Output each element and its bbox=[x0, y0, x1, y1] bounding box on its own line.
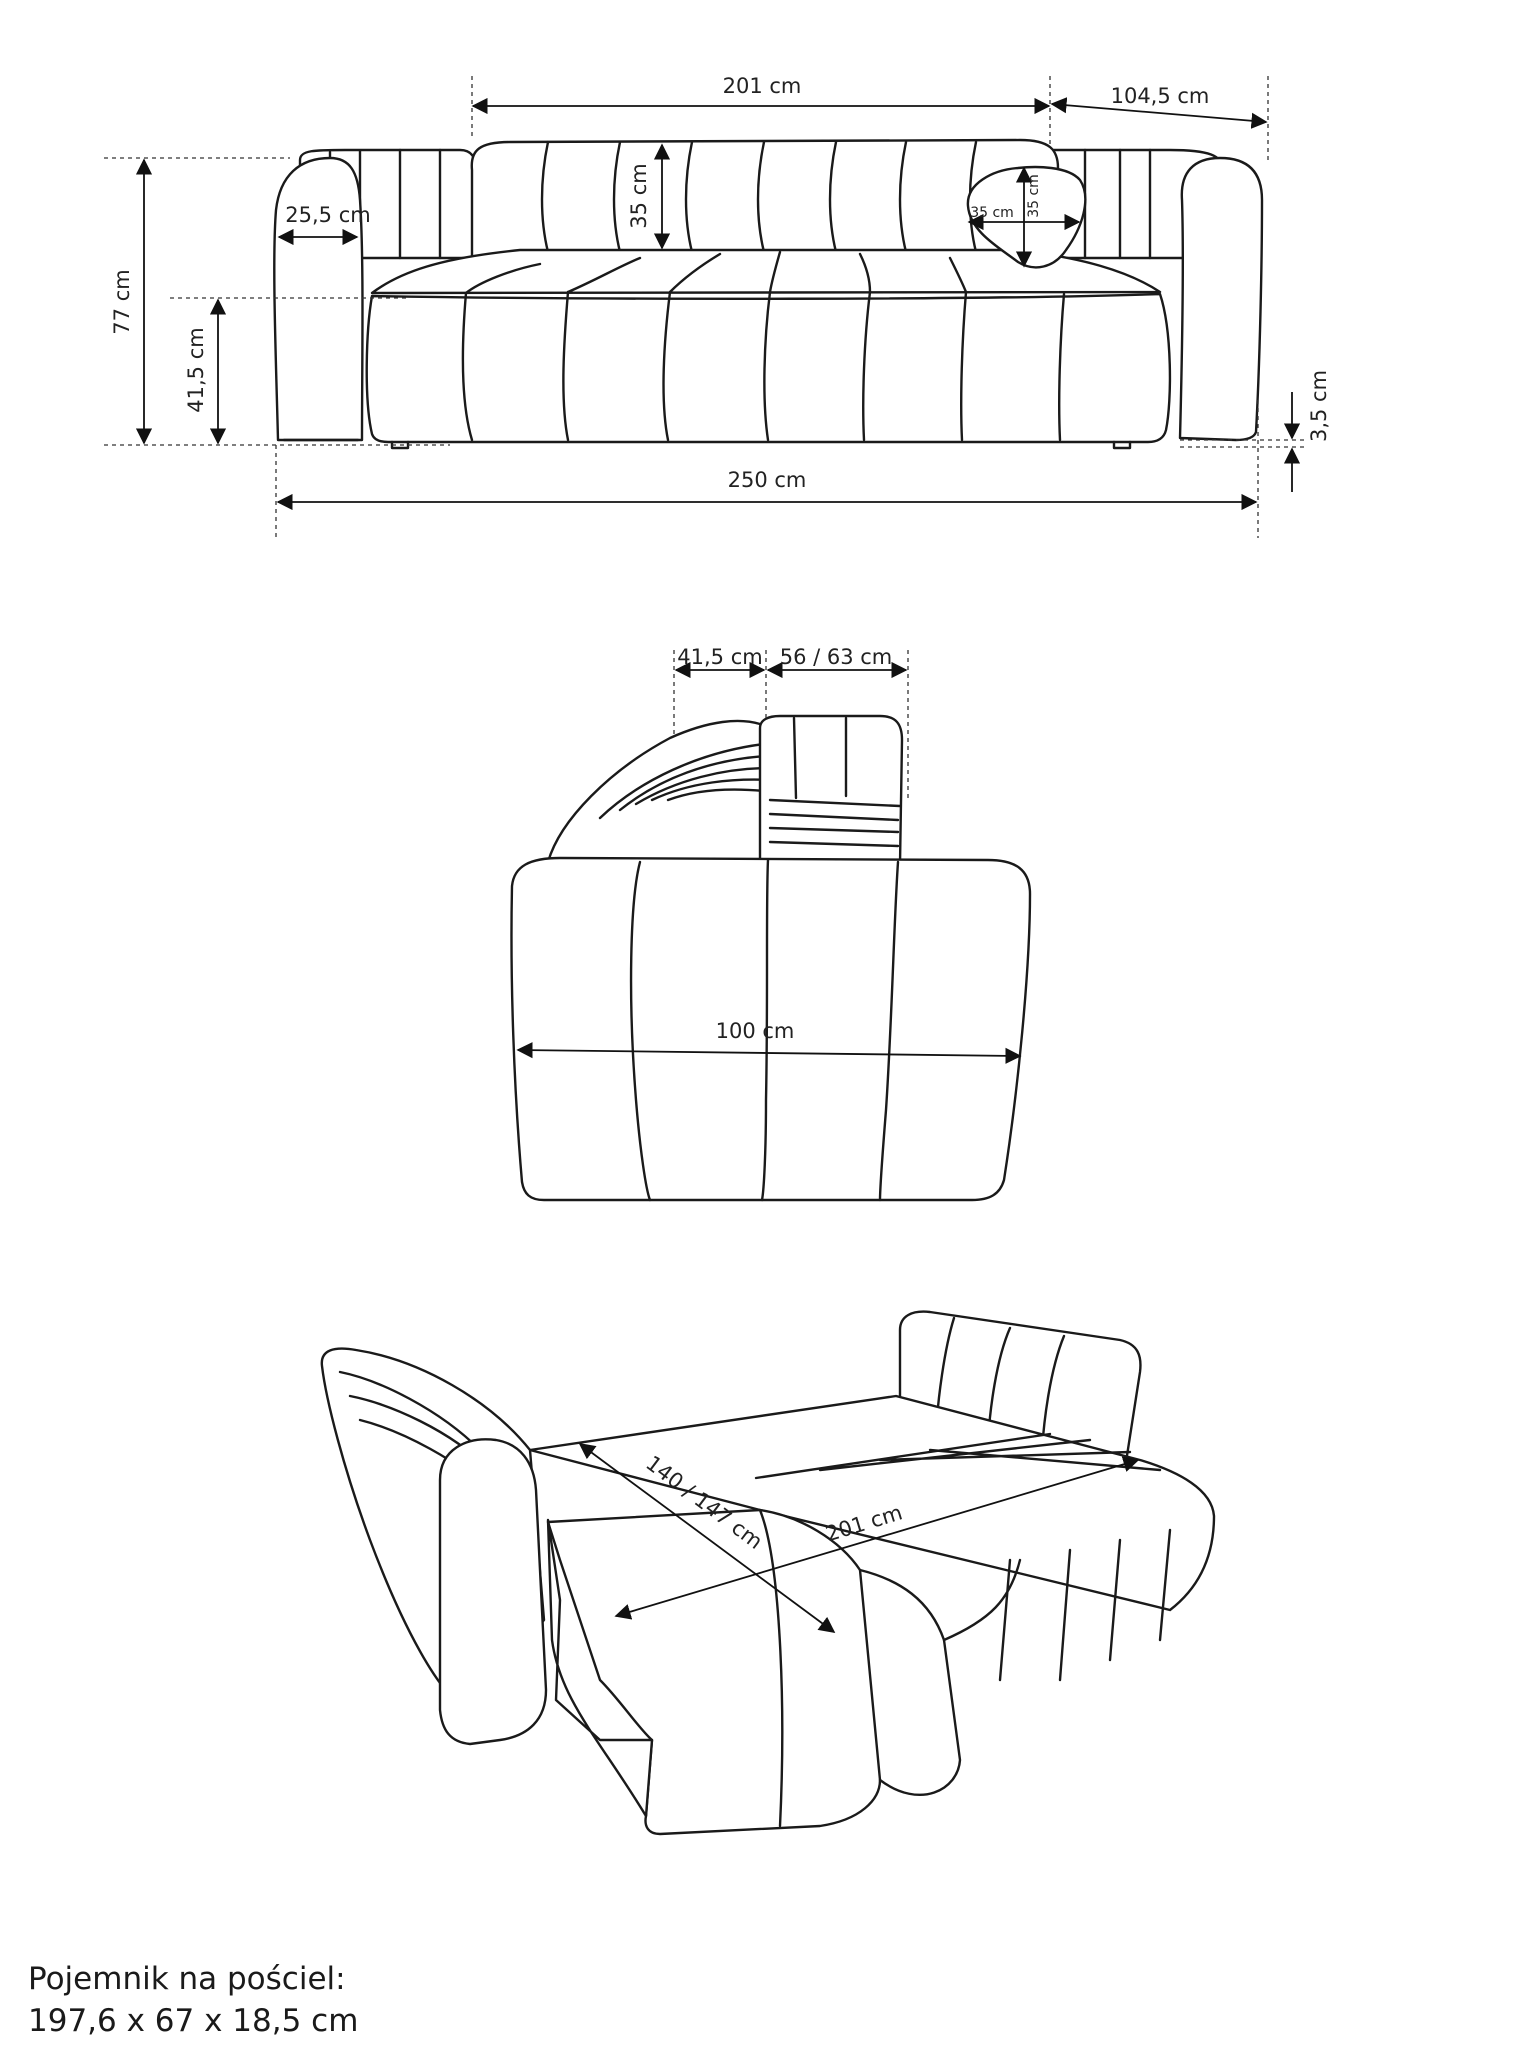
label-total-height: 77 cm bbox=[110, 269, 134, 334]
label-back-cushion-height: 35 cm bbox=[627, 163, 651, 228]
side-dimensions bbox=[516, 650, 1022, 1064]
label-cushion-depth: 104,5 cm bbox=[1111, 84, 1210, 108]
bed-view bbox=[320, 1310, 1216, 1836]
side-back-ridges bbox=[546, 719, 780, 866]
label-seat-width: 201 cm bbox=[723, 74, 802, 98]
label-total-width: 250 cm bbox=[728, 468, 807, 492]
label-pillow-width: 35 cm bbox=[970, 205, 1014, 221]
storage-caption: Pojemnik na pościel: 197,6 x 67 x 18,5 c… bbox=[28, 1958, 358, 2042]
right-arm bbox=[1178, 156, 1264, 442]
label-pillow-height: 35 cm bbox=[1026, 174, 1042, 218]
label-seat-height: 41,5 cm bbox=[184, 327, 208, 412]
storage-caption-line2: 197,6 x 67 x 18,5 cm bbox=[28, 2003, 359, 2039]
label-leg-height: 3,5 cm bbox=[1307, 370, 1331, 442]
side-view bbox=[510, 714, 1032, 1202]
label-seat-depth: 56 / 63 cm bbox=[780, 645, 893, 669]
bed-left-arm-front bbox=[438, 1438, 548, 1746]
left-arm bbox=[273, 156, 364, 442]
bed-front-cushion bbox=[546, 1508, 882, 1836]
seat-cushions bbox=[365, 292, 1172, 444]
label-depth: 100 cm bbox=[716, 1019, 795, 1043]
side-arm-face bbox=[510, 856, 1032, 1202]
front-view bbox=[273, 138, 1264, 450]
bed-frame-side bbox=[546, 1518, 654, 1818]
front-dimensions bbox=[104, 76, 1306, 538]
storage-caption-line1: Pojemnik na pościel: bbox=[28, 1961, 346, 1997]
label-arm-depth: 41,5 cm bbox=[677, 645, 762, 669]
label-arm-width: 25,5 cm bbox=[285, 203, 370, 227]
bed-dimensions bbox=[578, 1443, 1140, 1633]
